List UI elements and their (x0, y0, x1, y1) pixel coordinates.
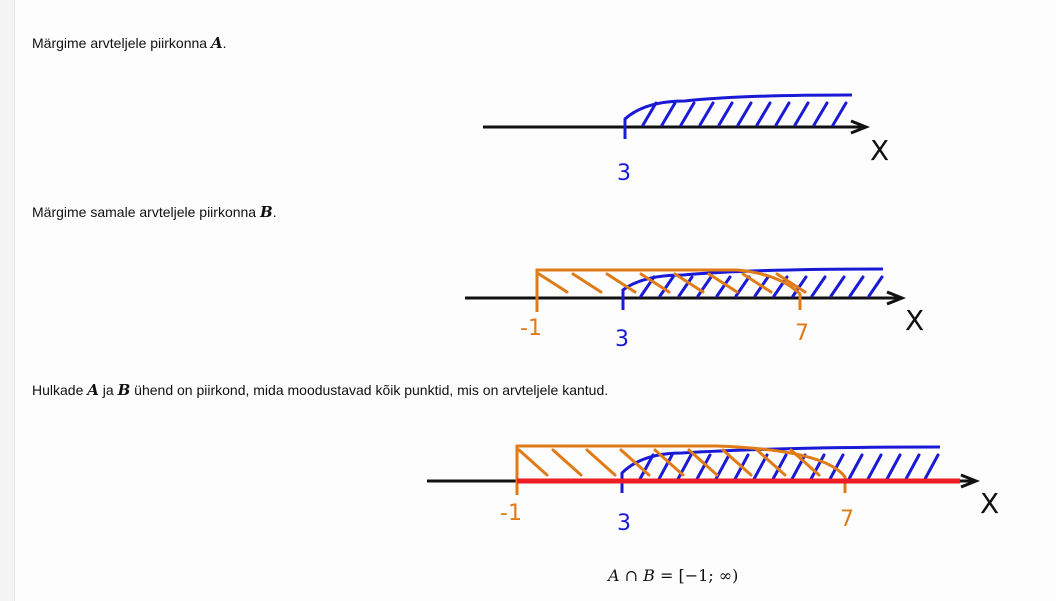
set-b-boundary (515, 444, 847, 495)
set-b-hatch (605, 272, 637, 294)
set-a-hatch (848, 275, 865, 298)
set-a-hatch (793, 101, 810, 127)
set-a-boundary (621, 267, 884, 310)
set-a-hatch (677, 275, 694, 298)
set-a-hatch (676, 453, 693, 481)
set-a-hatch (829, 275, 846, 298)
set-a-hatch (831, 101, 848, 127)
set-a-hatch (809, 453, 826, 481)
text: Märgime samale arvteljele piirkonna (32, 204, 260, 220)
set-symbol: B (260, 203, 273, 221)
set-symbol: A (87, 381, 99, 399)
tick-label-3: 3 (617, 511, 631, 536)
set-b-hatch (775, 272, 807, 294)
union-formula: A ∩ B = [−1; ∞) (608, 566, 738, 585)
set-a-hatch (679, 101, 696, 127)
set-a-hatch (696, 275, 713, 298)
set-a-hatch (698, 101, 715, 127)
text: ja (98, 382, 118, 398)
paragraph-set-a: Märgime arvteljele piirkonna A. (32, 34, 227, 52)
left-margin-bar (0, 0, 15, 601)
set-a-hatch (755, 101, 772, 127)
set-b-hatch (755, 448, 787, 477)
set-a-hatch (904, 453, 921, 481)
set-b-symbol: B (643, 566, 655, 585)
tick-label-3: 3 (615, 327, 629, 352)
axis-label-x: X (870, 134, 889, 167)
set-a-hatch (866, 453, 883, 481)
tick-label-minus-1: -1 (500, 501, 522, 526)
text: . (272, 204, 277, 220)
axis-label-x: X (905, 304, 924, 337)
tick-label-3: 3 (617, 161, 631, 186)
set-a-hatch (717, 101, 734, 127)
set-b-boundary (535, 268, 802, 312)
set-a-hatch (695, 453, 712, 481)
set-a-hatch (771, 453, 788, 481)
paragraph-union: Hulkade A ja B ühend on piirkond, mida m… (32, 381, 608, 399)
set-a-boundary (623, 93, 853, 139)
set-a-hatch (867, 275, 884, 298)
set-symbol: B (117, 381, 131, 399)
set-symbol: A (210, 34, 223, 52)
set-a-hatch (660, 101, 677, 127)
set-a-hatch (774, 101, 791, 127)
set-a-hatch (657, 453, 674, 481)
set-a-hatch (847, 453, 864, 481)
text: Märgime arvteljele piirkonna (32, 35, 211, 51)
set-b-hatch (721, 448, 753, 477)
set-a-hatch (885, 453, 902, 481)
tick-label-7: 7 (840, 507, 854, 532)
set-b-hatch (551, 448, 583, 477)
set-a-hatch (658, 275, 675, 298)
tick-label-minus-1: -1 (520, 316, 542, 341)
text: ühend on piirkond, mida moodustavad kõik… (130, 382, 609, 398)
set-a-hatch (791, 275, 808, 298)
set-b-hatch (571, 272, 603, 294)
set-a-hatch (923, 453, 940, 481)
set-b-hatch (639, 272, 671, 294)
text: . (222, 35, 227, 51)
set-b-hatch (741, 272, 773, 294)
operator: ∩ (619, 566, 644, 585)
set-b-hatch (673, 272, 705, 294)
set-a-symbol: A (608, 566, 620, 585)
set-b-hatch (517, 448, 549, 477)
set-a-hatch (810, 275, 827, 298)
number-line-set-b: -1 3 7 X (465, 267, 924, 352)
tick-label-7: 7 (795, 321, 809, 346)
number-line-union: -1 3 7 X (427, 444, 999, 536)
set-b-hatch (537, 272, 569, 294)
result-interval: = [−1; ∞) (654, 566, 739, 585)
text: Hulkade (32, 382, 88, 398)
set-a-hatch (638, 453, 655, 481)
set-a-hatch (812, 101, 829, 127)
set-a-hatch (641, 101, 658, 127)
paragraph-set-b: Märgime samale arvteljele piirkonna B. (32, 203, 277, 221)
axis-label-x: X (980, 487, 999, 520)
set-b-hatch (585, 448, 617, 477)
set-b-hatch (687, 448, 719, 477)
set-a-boundary (620, 445, 941, 493)
number-line-set-a: 3 X (483, 93, 889, 186)
set-b-hatch (653, 448, 685, 477)
set-b-hatch (619, 448, 651, 477)
set-a-hatch (715, 275, 732, 298)
set-a-hatch (736, 101, 753, 127)
set-a-hatch (828, 453, 845, 481)
set-b-hatch (707, 272, 739, 294)
